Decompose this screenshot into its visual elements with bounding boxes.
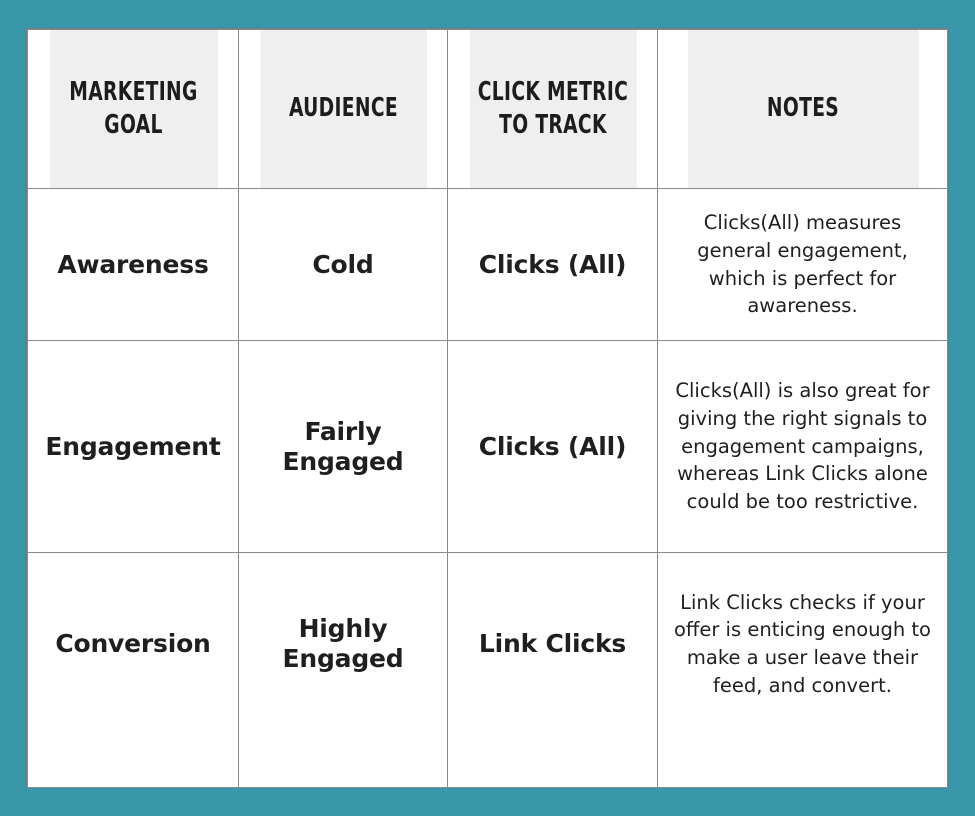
cell-marketing-goal: Conversion	[27, 552, 239, 788]
cell-click-metric: Link Clicks	[447, 552, 658, 788]
cell-marketing-goal: Awareness	[27, 188, 239, 341]
cell-notes: Clicks(All) is also great for giving the…	[657, 340, 948, 553]
column-header-marketing-goal-label: MARKETING GOAL	[68, 76, 198, 140]
table-row: Awareness Cold Clicks (All) Clicks(All) …	[27, 188, 948, 341]
cell-audience: Fairly Engaged	[238, 340, 448, 553]
cell-notes: Clicks(All) measures general engagement,…	[657, 188, 948, 341]
cell-click-metric: Clicks (All)	[447, 188, 658, 341]
column-header-audience-label: AUDIENCE	[288, 93, 398, 124]
column-header-click-metric-to-track-label: CLICK METRIC TO TRACK	[477, 76, 628, 140]
column-header-marketing-goal: MARKETING GOAL	[48, 29, 218, 189]
column-header-notes-label: NOTES	[766, 93, 839, 124]
table-header-row: MARKETING GOAL AUDIENCE CLICK METRIC TO …	[28, 29, 948, 189]
column-header-notes: NOTES	[686, 29, 919, 189]
table-row: Conversion Highly Engaged Link Clicks Li…	[27, 552, 948, 788]
cell-marketing-goal: Engagement	[27, 340, 239, 553]
cell-audience: Highly Engaged	[238, 552, 448, 788]
column-header-click-metric-to-track: CLICK METRIC TO TRACK	[468, 29, 637, 189]
table-header: MARKETING GOAL AUDIENCE CLICK METRIC TO …	[28, 29, 948, 189]
cell-click-metric: Clicks (All)	[447, 340, 658, 553]
marketing-goal-table-container: MARKETING GOAL AUDIENCE CLICK METRIC TO …	[26, 28, 948, 788]
marketing-goal-table: MARKETING GOAL AUDIENCE CLICK METRIC TO …	[27, 29, 948, 788]
column-header-audience: AUDIENCE	[258, 29, 427, 189]
table-body: Awareness Cold Clicks (All) Clicks(All) …	[27, 188, 948, 788]
cell-notes: Link Clicks checks if your offer is enti…	[657, 552, 948, 788]
table-row: Engagement Fairly Engaged Clicks (All) C…	[27, 340, 948, 553]
cell-audience: Cold	[238, 188, 448, 341]
